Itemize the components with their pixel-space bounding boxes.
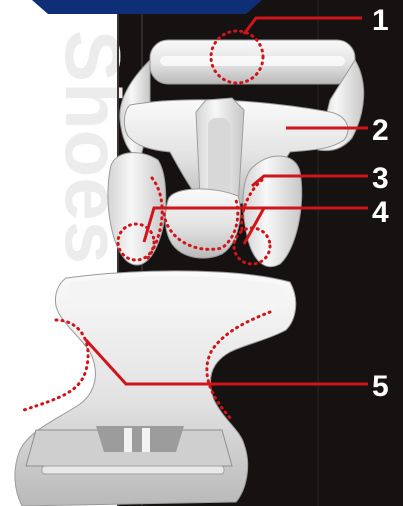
receiver-lip (42, 466, 224, 474)
callout-number-2: 2 (372, 114, 389, 147)
roller-shadow (160, 56, 345, 66)
callout-number-5: 5 (372, 370, 389, 403)
callout-number-3: 3 (372, 162, 389, 195)
receiver-slot-inner (96, 426, 184, 452)
callout-number-4: 4 (372, 196, 389, 229)
banner-tab (32, 0, 262, 14)
callout-number-1: 1 (372, 4, 389, 37)
receiver-latch (142, 428, 150, 452)
receiver-latch (124, 428, 132, 452)
